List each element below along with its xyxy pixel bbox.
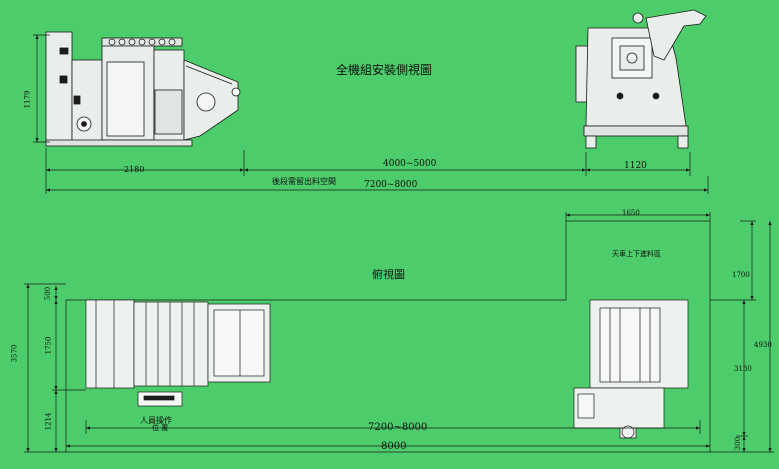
side-view-title: 全機組安裝側視圖 (336, 63, 433, 77)
side-view-dim-right-width: 1120 (624, 161, 647, 171)
machine-depth-dim: 3130 (734, 365, 752, 373)
total-depth-dim: 3570 (10, 344, 19, 363)
side-view-dimension-lines (33, 34, 709, 194)
top-view-feeder-machine (85, 299, 271, 407)
operator-position-sub: 位 置 (152, 424, 169, 432)
machine-length-dim: 7200~8000 (368, 422, 428, 433)
side-view-dim-gap: 4000~5000 (383, 159, 437, 169)
crane-height-dim: 1700 (732, 271, 750, 279)
left-small-dim: 500 (44, 286, 53, 301)
crane-area-note: 天車上下進料區 (612, 250, 661, 258)
top-view-title: 俯視圖 (372, 268, 405, 281)
side-view-feeder-machine (45, 31, 241, 147)
total-length-dim: 8000 (381, 441, 407, 452)
crane-width-dim: 1650 (622, 209, 640, 217)
side-view-uncoiler (575, 9, 707, 149)
total-height-dim: 4930 (754, 341, 772, 349)
side-view-dim-total: 7200~8000 (364, 180, 418, 190)
left-bottom-dim: 1214 (44, 412, 53, 431)
side-view-height-dim: 1179 (23, 90, 32, 109)
operator-position-label: 人員操作 (140, 416, 172, 425)
left-mid-dim: 1750 (44, 336, 53, 355)
top-view-dimension-lines (24, 212, 774, 453)
top-view-uncoiler (573, 299, 689, 439)
side-view-note-space: 後段需留出料空間 (272, 177, 336, 186)
bottom-right-dim: 300 (734, 436, 743, 451)
side-view-dim-left-width: 2180 (124, 165, 145, 174)
